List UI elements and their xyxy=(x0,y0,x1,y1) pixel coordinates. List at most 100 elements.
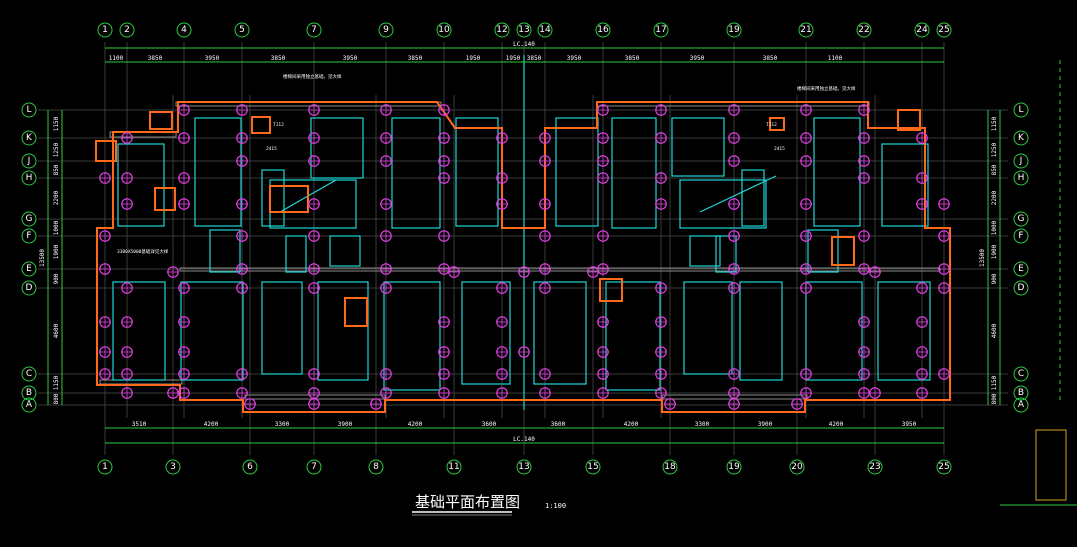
axis-left-label: E xyxy=(26,264,32,274)
beam-room xyxy=(683,281,733,375)
beam-room xyxy=(383,281,441,391)
axis-top-circle xyxy=(726,22,742,38)
dim-text-left: 1150 xyxy=(53,375,60,390)
dim-2415-right: 2415 xyxy=(774,146,785,152)
axis-top-label: 1 xyxy=(102,25,108,35)
dim-text-top: 3950 xyxy=(343,55,358,62)
axis-bottom-label: 25 xyxy=(938,462,949,472)
beam-room xyxy=(461,281,511,385)
beam-room xyxy=(877,281,931,381)
dim-text-left: 1150 xyxy=(53,116,60,131)
dim-text-top: 1950 xyxy=(506,55,521,62)
axis-bottom-circle xyxy=(516,459,532,475)
axis-left-circle xyxy=(21,130,37,146)
stair-footing xyxy=(251,116,271,134)
stair-note-left: 楼梯间采用独立基础，见大样 xyxy=(283,73,342,80)
dim-text-left: 850 xyxy=(53,164,60,175)
beam-room xyxy=(310,117,364,179)
axis-left-circle xyxy=(21,102,37,118)
beam-room xyxy=(317,281,369,381)
beam-room xyxy=(807,229,839,273)
axis-right-label: A xyxy=(1018,400,1025,410)
dim-text-right: 1250 xyxy=(991,142,998,157)
axis-bottom-label: 8 xyxy=(373,462,379,472)
axis-top-circle xyxy=(97,22,113,38)
dim-text-bottom: 3300 xyxy=(275,421,290,428)
axis-top-circle xyxy=(306,22,322,38)
axis-top-circle xyxy=(234,22,250,38)
dim-text-right: 4600 xyxy=(991,323,998,338)
axis-right-circle xyxy=(1013,385,1029,401)
dim-text-bottom: 3950 xyxy=(902,421,917,428)
dim-text-top: 1950 xyxy=(466,55,481,62)
dim-text-top: 3950 xyxy=(690,55,705,62)
dim-text-left: 900 xyxy=(53,273,60,284)
dim-text-left: 1900 xyxy=(53,244,60,259)
axis-right-label: D xyxy=(1018,283,1025,293)
dim-text-bottom-total: LC.140 xyxy=(513,436,535,443)
beam-room xyxy=(605,281,661,391)
axis-right-circle xyxy=(1013,211,1029,227)
axis-left-circle xyxy=(21,170,37,186)
axis-top-label: 2 xyxy=(124,25,130,35)
axis-bottom-label: 1 xyxy=(102,462,108,472)
dim-text-right: 1150 xyxy=(991,116,998,131)
beam-room xyxy=(679,179,767,229)
axis-left-label: J xyxy=(27,156,31,166)
beam-room xyxy=(180,281,244,381)
axis-top-circle xyxy=(653,22,669,38)
axis-bottom-label: 3 xyxy=(170,462,176,472)
dim-text-top: 1100 xyxy=(828,55,843,62)
beam-room xyxy=(689,235,721,267)
axis-right-label: J xyxy=(1019,156,1023,166)
dim-text-right: 900 xyxy=(991,273,998,284)
dim-text-bottom: 3900 xyxy=(338,421,353,428)
axis-bottom-circle xyxy=(165,459,181,475)
axis-right-label: C xyxy=(1018,369,1024,379)
dim-text-right: 850 xyxy=(991,164,998,175)
axis-bottom-circle xyxy=(306,459,322,475)
axis-bottom-label: 18 xyxy=(664,462,676,472)
axis-top-label: 25 xyxy=(938,25,949,35)
axis-right-circle xyxy=(1013,261,1029,277)
dim-text-bottom: 4200 xyxy=(624,421,639,428)
dim-text-left-total: 13500 xyxy=(39,249,46,267)
drawing-scale: 1:100 xyxy=(545,502,566,510)
axis-bottom-label: 11 xyxy=(448,462,459,472)
dim-text-top: 3850 xyxy=(763,55,778,62)
axis-bottom-label: 23 xyxy=(869,462,880,472)
dim-text-bottom: 3300 xyxy=(695,421,710,428)
axis-left-label: B xyxy=(26,388,32,398)
stair-footing xyxy=(344,297,368,327)
beam-room xyxy=(285,235,307,273)
axis-top-circle xyxy=(936,22,952,38)
axis-top-circle xyxy=(914,22,930,38)
axis-top-label: 13 xyxy=(518,25,529,35)
axis-bottom-circle xyxy=(368,459,384,475)
dim-2415-left: 2415 xyxy=(266,146,277,152)
foundation-beams xyxy=(112,55,931,410)
axis-right-circle xyxy=(1013,280,1029,296)
beam-room xyxy=(391,117,441,229)
dim-text-top: 3850 xyxy=(148,55,163,62)
dim-text-left: 2200 xyxy=(53,190,60,205)
axis-top-label: 9 xyxy=(383,25,389,35)
dim-text-right: 2200 xyxy=(991,190,998,205)
beam-room xyxy=(261,281,303,375)
beam-room xyxy=(261,169,285,227)
dim-text-right: 800 xyxy=(991,393,998,404)
dim-text-left: 800 xyxy=(53,393,60,404)
axis-top-label: 5 xyxy=(239,25,245,35)
axis-top-label: 22 xyxy=(858,25,869,35)
beam-room xyxy=(881,143,929,227)
stair-footing xyxy=(154,187,176,211)
axis-top-label: 21 xyxy=(800,25,811,35)
axis-right-circle xyxy=(1013,228,1029,244)
stair-diagonal-right xyxy=(699,175,777,213)
dim-text-top: 1100 xyxy=(109,55,124,62)
axis-bottom-circle xyxy=(867,459,883,475)
axis-bottom-circle xyxy=(242,459,258,475)
stair-footing xyxy=(269,185,309,213)
